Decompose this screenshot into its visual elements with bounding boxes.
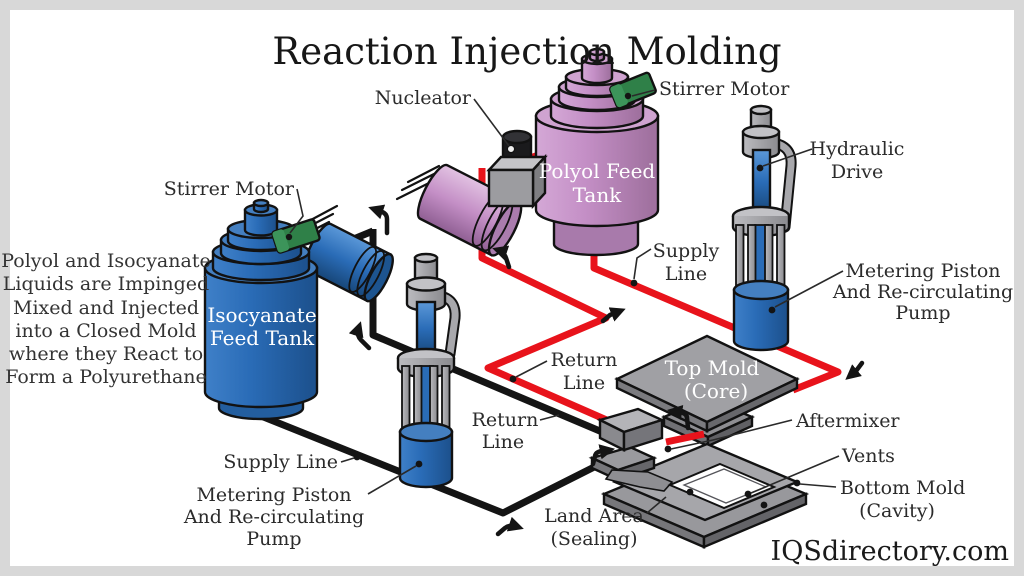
leader-metering-left	[367, 465, 417, 495]
leader-bottom-mold	[799, 483, 837, 488]
description-paragraph: Polyol and Isocyanate Liquids are Imping…	[1, 250, 210, 388]
metering-pump-right-assembly	[731, 104, 797, 352]
watermark: IQSdirectory.com	[771, 536, 1009, 567]
leader-vents	[750, 455, 840, 494]
leader-stirrer-left	[289, 188, 304, 234]
label-bottom-mold: (Cavity)	[859, 500, 935, 522]
leader-land-area	[646, 496, 667, 514]
label-land-area: Land Area	[544, 505, 644, 527]
metering-pump-left-assembly	[396, 252, 461, 489]
label-metering-pump-right: Metering Piston	[845, 260, 1000, 282]
hydraulic-dot	[756, 164, 764, 172]
page-title: Reaction Injection Molding	[272, 30, 781, 73]
label-return-line-red: Line	[563, 372, 605, 394]
leader-return-red	[515, 360, 548, 378]
isocyanate-tank-label: Feed Tank	[210, 326, 315, 350]
label-supply-line-mid: Line	[665, 263, 707, 285]
label-aftermixer: Aftermixer	[795, 410, 900, 432]
return-red-dot	[509, 375, 517, 383]
label-return-line-black: Line	[482, 431, 524, 453]
label-hydraulic-drive: Drive	[831, 161, 883, 183]
diagram-background	[10, 10, 1014, 566]
flow-arrow	[495, 516, 524, 537]
pump-left-dot	[415, 460, 423, 468]
motor-top-dot	[624, 92, 632, 100]
label-return-line-black: Return	[472, 409, 539, 431]
top-mold-label: (Core)	[684, 379, 748, 403]
polyol-tank-label: Tank	[573, 183, 623, 207]
pump-right-dot	[768, 306, 776, 314]
leader-nucleator	[473, 98, 510, 147]
flow-arrow	[492, 245, 512, 270]
isocyanate-tank-label: Isocyanate	[207, 303, 316, 327]
description-line: Liquids are Impinged	[3, 273, 209, 295]
flow-arrow	[666, 404, 691, 431]
description-line: Mixed and Injected	[13, 297, 199, 319]
flow-arrow	[590, 444, 616, 467]
stirrer-motor-left-device	[271, 218, 321, 254]
label-metering-pump-left: And Re-circulating	[183, 506, 364, 528]
aftermixer-block	[596, 407, 666, 452]
flow-arrows	[348, 204, 865, 537]
polyol-exchanger-cylinder	[416, 163, 523, 257]
label-land-area: (Sealing)	[551, 528, 638, 550]
label-hydraulic-drive: Hydraulic	[810, 138, 905, 160]
red-stub-to-mold	[665, 430, 705, 446]
flow-arrow	[845, 360, 865, 380]
label-metering-pump-right: Pump	[895, 302, 950, 324]
label-supply-line-left: Supply Line	[223, 451, 338, 473]
flow-arrow	[368, 204, 390, 236]
description-line: Polyol and Isocyanate	[1, 250, 210, 272]
leader-stirrer-top	[631, 89, 656, 97]
leader-hydraulic	[762, 148, 813, 167]
label-stirrer-motor-left: Stirrer Motor	[164, 178, 295, 200]
leader-supply-mid	[633, 248, 652, 280]
leader-supply-left	[340, 457, 355, 463]
label-stirrer-motor-top: Stirrer Motor	[659, 78, 790, 100]
description-line: where they React to	[9, 343, 203, 365]
flow-arrow	[600, 307, 626, 324]
nucleator-dot	[506, 144, 516, 154]
flow-arrow	[348, 321, 372, 351]
label-metering-pump-left: Pump	[246, 528, 301, 550]
label-vents: Vents	[841, 445, 895, 467]
top-mold-core	[614, 334, 800, 433]
label-bottom-mold: Bottom Mold	[840, 477, 965, 499]
aftermixer-dot	[664, 445, 672, 453]
description-line: into a Closed Mold	[15, 320, 196, 342]
supply-left-dot	[353, 453, 361, 461]
stirrer-motor-top-device	[609, 71, 657, 109]
label-nucleator: Nucleator	[375, 87, 472, 109]
label-metering-pump-left: Metering Piston	[196, 484, 351, 506]
leader-aftermixer	[670, 419, 793, 450]
motor-left-dot	[285, 233, 293, 241]
label-return-line-red: Return	[551, 349, 618, 371]
nucleator-device	[486, 129, 548, 210]
hydraulic-drive-rod	[751, 148, 772, 216]
isocyanate-exchanger-cylinder	[304, 222, 394, 303]
leader-metering-right	[774, 270, 844, 308]
runner-channel	[604, 469, 674, 492]
polyol-tank-label: Polyol Feed	[539, 159, 656, 183]
leader-return-black	[539, 414, 560, 421]
supply-mid-dot	[630, 279, 638, 287]
top-mold-label: Top Mold	[665, 356, 760, 380]
label-metering-pump-right: And Re-circulating	[832, 281, 1013, 303]
bottom-mold-dot	[793, 479, 801, 487]
leader-lines	[289, 89, 844, 514]
label-supply-line-mid: Supply	[653, 240, 720, 262]
description-line: Form a Polyurethane	[5, 366, 207, 388]
vents-dot	[744, 490, 752, 498]
